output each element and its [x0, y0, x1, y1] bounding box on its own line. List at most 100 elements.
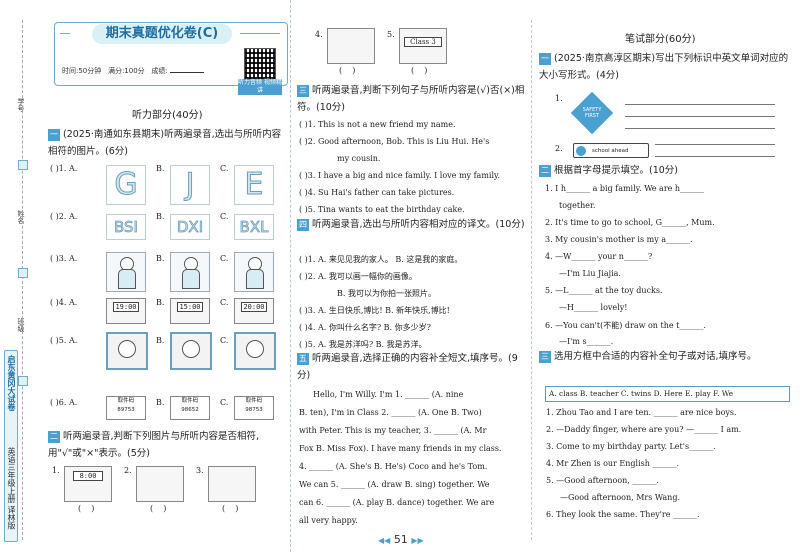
answer-line[interactable]: [625, 116, 775, 117]
option-letter: B.: [156, 336, 165, 345]
school-ahead-sign: school ahead: [573, 143, 649, 158]
listening-q4-title: 四听两遍录音,选出与所听内容相对应的译文。(10分): [297, 219, 525, 231]
bind-hole: [18, 268, 28, 278]
title-deco: [240, 33, 280, 34]
w2-line: —H______ lovely!: [559, 303, 628, 312]
w2-line: 1. I h______ a big family. We are h_____…: [545, 184, 705, 193]
section-number: 一: [48, 129, 60, 141]
portrait-picture: [234, 332, 276, 370]
score-label: 满分:100分: [107, 67, 145, 75]
q5-line: all very happy.: [299, 516, 358, 525]
q4-row: ( )1. A. 来见见我的家人。 B. 这是我的家庭。: [299, 255, 463, 264]
q5-line: can 6. ______ (A. play B. dance) togethe…: [299, 498, 495, 507]
q1-row-1-label: ( )1. A.: [50, 164, 78, 173]
q1-row-2-label: ( )2. A.: [50, 212, 78, 221]
q1-row-4-label: ( )4. A.: [50, 298, 78, 307]
q2-item-1: 1.: [52, 466, 60, 475]
answer-paren[interactable]: ( ): [78, 504, 95, 513]
option-letter: B.: [156, 298, 165, 307]
column-3: 笔试部分(60分) 一(2025·南京高淳区期末)写出下列标识中英文单词对应的大…: [535, 0, 795, 552]
writing-q3-title: 三选用方框中合适的内容补全句子或对话,填序号。: [539, 351, 757, 363]
q5-line: 4. ______ (A. She's B. He's) Coco and he…: [299, 462, 488, 471]
q5-line: with Peter. This is my teacher, 3. _____…: [299, 426, 487, 435]
people-picture: [208, 466, 256, 502]
answer-line[interactable]: [655, 156, 775, 157]
option-letter: C.: [220, 298, 229, 307]
clock-time: 8:00: [73, 471, 103, 481]
answer-line[interactable]: [625, 104, 775, 105]
option-letter: C.: [220, 398, 229, 407]
answer-paren[interactable]: ( ): [222, 504, 239, 513]
clock-picture: 19:00: [106, 298, 146, 324]
section-number: 二: [48, 431, 60, 443]
option-letter: C.: [220, 164, 229, 173]
clock-picture: 8:00: [64, 466, 112, 502]
word-bank-box: A. class B. teacher C. twins D. Here E. …: [545, 386, 790, 402]
prev-arrow-icon: ◀◀: [378, 536, 391, 545]
title-box: [54, 22, 288, 86]
field-class: 班级: [17, 318, 25, 332]
q2-item-5: 5.: [387, 30, 395, 39]
q4-row: ( )4. A. 你叫什么名字? B. 你多少岁?: [299, 323, 431, 332]
q3-row: my cousin.: [337, 154, 381, 163]
column-2: 4. ( ) 5. Class 3 ( ) 三听两遍录音,判断下列句子与所听内容…: [290, 0, 531, 552]
listening-q1-title: 一(2025·南通如东县期末)听两遍录音,选出与所听内容相符的图片。(6分): [48, 129, 282, 157]
answer-line[interactable]: [625, 128, 775, 129]
w3-line: 5. —Good afternoon, ______.: [546, 476, 659, 485]
letter-option: G: [106, 165, 146, 205]
section-number: 三: [297, 85, 309, 97]
w3-line: —Good afternoon, Mrs Wang.: [560, 493, 680, 502]
q5-line: Hello, I'm Willy. I'm 1. ______ (A. nine: [313, 390, 464, 399]
w2-line: 4. —W______ your n______?: [545, 252, 653, 261]
result-blank[interactable]: [169, 64, 204, 73]
section-number: 三: [539, 351, 551, 363]
listening-q3-title: 三听两遍录音,判断下列句子与所听内容是(√)否(×)相符。(10分): [297, 85, 525, 113]
result-label: 成绩:: [151, 67, 168, 75]
w2-line: 6. —You can't(不能) draw on the t______.: [545, 321, 706, 330]
qr-caption: 听力音频 视频精讲: [238, 79, 282, 95]
qr-code[interactable]: [244, 48, 276, 80]
class-sign: Class 3: [404, 37, 442, 47]
option-letter: B.: [156, 212, 165, 221]
w2-line: —I'm Liu Jiajia.: [559, 269, 621, 278]
section-number: 二: [539, 165, 551, 177]
q4-row: B. 我可以为你拍一张照片。: [337, 289, 436, 298]
abbr-option: BXL: [234, 214, 274, 240]
safety-sign-text: SAFETY FIRST: [582, 107, 602, 119]
paper-meta: 时间:50分钟 满分:100分 成绩:: [62, 64, 204, 76]
pickup-code: 取件码 98753: [234, 396, 274, 420]
q1-row-6-label: ( )6. A.: [50, 398, 78, 407]
q2-item-2: 2.: [124, 466, 132, 475]
book-name: 英语三年级上册 译林版: [7, 447, 16, 530]
writing-q2-title: 二根据首字母提示填空。(10分): [539, 165, 679, 177]
cut-line: [22, 20, 23, 540]
answer-line[interactable]: [655, 144, 775, 145]
letter-option: E: [234, 165, 274, 205]
q3-row: ( )4. Su Hai's father can take pictures.: [299, 188, 455, 197]
series-strip: 启东黄冈大试卷 英语三年级上册 译林版: [4, 350, 18, 542]
paper-title: 期末真题优化卷(C): [92, 24, 232, 44]
column-1: 期末真题优化卷(C) 时间:50分钟 满分:100分 成绩: 听力音频 视频精讲…: [40, 0, 288, 552]
pickup-code: 取件码 98652: [170, 396, 210, 420]
listening-part-title: 听力部分(40分): [132, 110, 203, 121]
w2-line: together.: [559, 201, 596, 210]
field-name: 姓名: [17, 210, 25, 224]
reading-picture: [327, 28, 375, 64]
answer-paren[interactable]: ( ): [150, 504, 167, 513]
q1-row-3-label: ( )3. A.: [50, 254, 78, 263]
w3-line: 4. Mr Zhen is our English ______.: [546, 459, 679, 468]
w1-item-1: 1.: [555, 94, 563, 103]
q1-row-5-label: ( )5. A.: [50, 336, 78, 345]
section-number: 五: [297, 353, 309, 365]
answer-paren[interactable]: ( ): [339, 66, 356, 75]
option-letter: C.: [220, 254, 229, 263]
q5-line: B. ten), I'm in Class 2. ______ (A. One …: [299, 408, 482, 417]
section-number: 一: [539, 53, 551, 65]
q3-row: ( )1. This is not a new friend my name.: [299, 120, 456, 129]
abbr-option: DXI: [170, 214, 210, 240]
option-letter: B.: [156, 254, 165, 263]
portrait-picture: [106, 332, 148, 370]
answer-paren[interactable]: ( ): [411, 66, 428, 75]
title-deco: [60, 33, 70, 34]
